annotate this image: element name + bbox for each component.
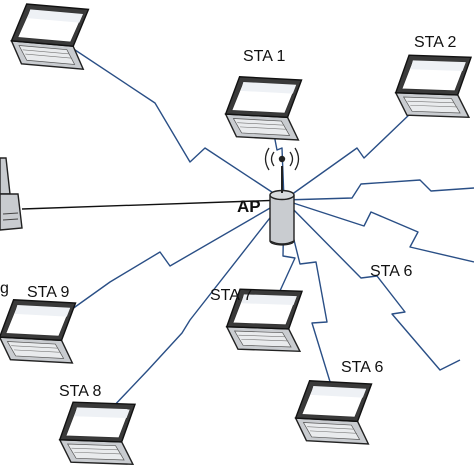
ap-label: AP bbox=[237, 197, 261, 216]
laptop-icon bbox=[58, 401, 136, 466]
wireless-link-sta-8 bbox=[109, 199, 285, 411]
desktop-computer-icon bbox=[0, 157, 23, 231]
link-label-sta-6: STA 6 bbox=[370, 263, 412, 280]
laptop-icon bbox=[8, 2, 90, 70]
station-label-sta-9: STA 9 bbox=[27, 284, 69, 301]
wireless-link-sta-2 bbox=[283, 89, 436, 201]
wireless-link-right-mid bbox=[283, 199, 474, 263]
wireless-link-right-top bbox=[283, 179, 474, 201]
wireless-link-top-left bbox=[59, 39, 285, 201]
wireless-link-sta-6-right bbox=[283, 199, 461, 371]
wired-link bbox=[21, 199, 285, 210]
laptop-icon bbox=[293, 379, 373, 445]
access-point-icon bbox=[269, 155, 295, 246]
laptop-icon bbox=[223, 75, 303, 141]
station-label-sta-1: STA 1 bbox=[243, 48, 285, 65]
wifi-signal-icon bbox=[264, 147, 300, 171]
laptop-icon bbox=[394, 54, 472, 119]
wireless-link-sta-9 bbox=[67, 199, 285, 313]
laptop-icon bbox=[0, 298, 77, 364]
station-label-sta-8: STA 8 bbox=[59, 383, 101, 400]
partial-label-left: g bbox=[0, 280, 9, 297]
station-label-sta-7: STA 7 bbox=[210, 287, 252, 304]
wireless-link-sta-6-bottom bbox=[283, 199, 336, 399]
station-label-sta-2: STA 2 bbox=[414, 34, 456, 51]
station-label-sta-6-bottom: STA 6 bbox=[341, 359, 383, 376]
